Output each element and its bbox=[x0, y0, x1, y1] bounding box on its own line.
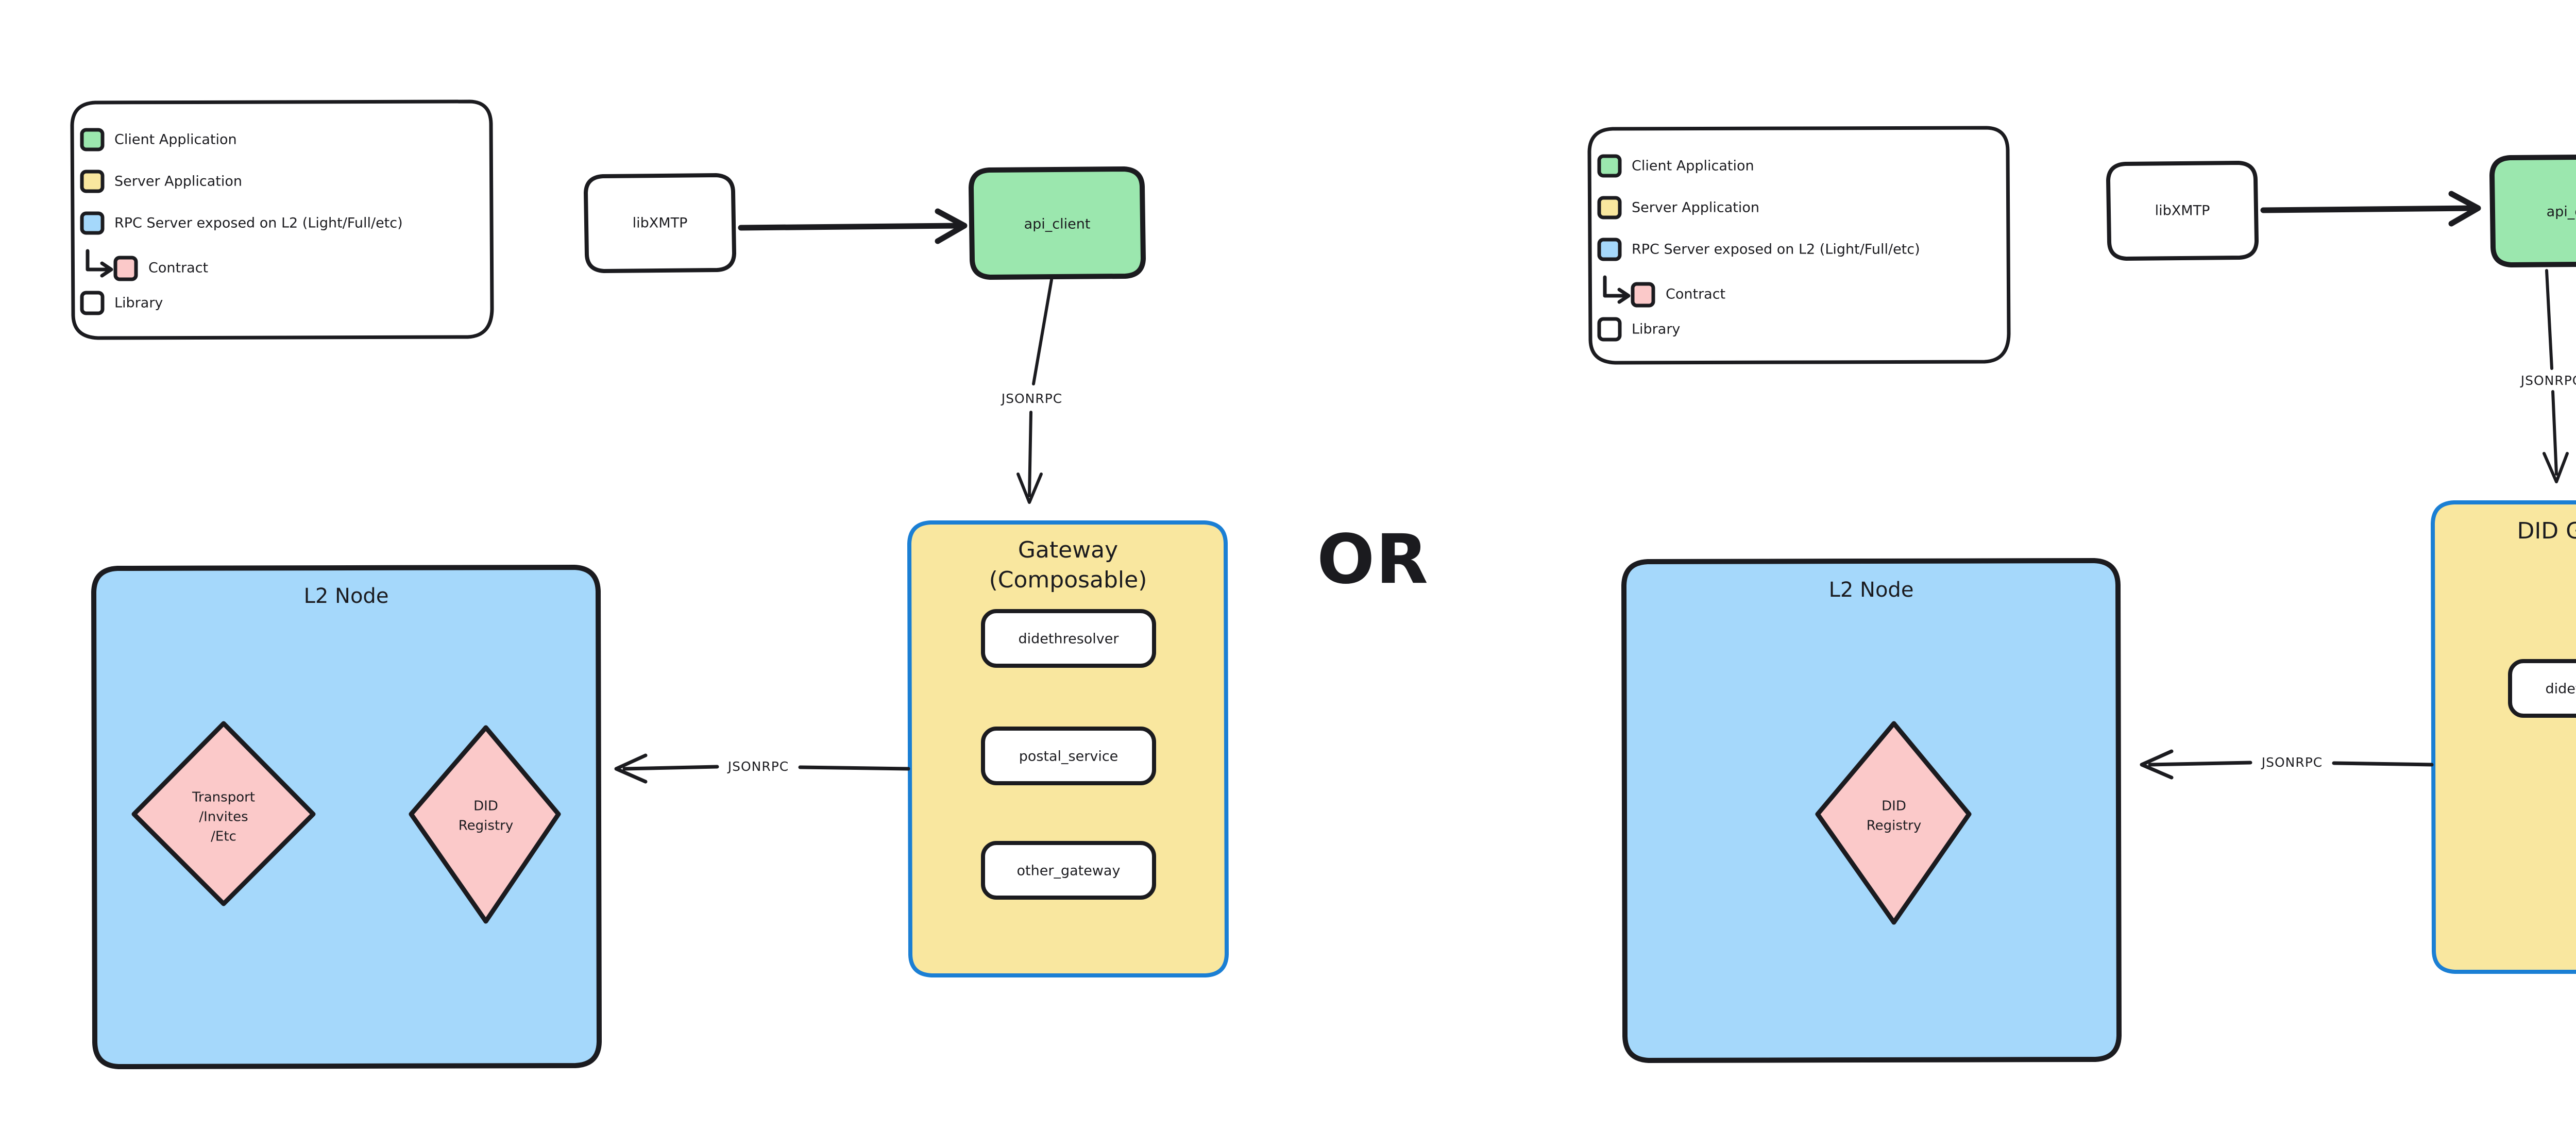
legend-right-label-1: Server Application bbox=[1632, 200, 1759, 216]
legend-elbow-arrow-icon bbox=[1603, 275, 1630, 298]
left-gateway-service-0-shape bbox=[981, 609, 1156, 668]
left-gateway-box: Gateway (Composable) didethresolver post… bbox=[907, 520, 1229, 977]
right-lib-to-api-arrow bbox=[2260, 191, 2481, 227]
legend-left-label-3: Contract bbox=[148, 260, 208, 276]
left-gateway-to-l2-arrow: JSONRPC bbox=[614, 753, 910, 784]
legend-left-item-4: Library bbox=[80, 291, 163, 315]
left-l2-node-title: L2 Node bbox=[304, 584, 389, 608]
left-gateway-service-0-label: didethresolver bbox=[1019, 631, 1120, 647]
left-l2-contract-0-line-0: Transport bbox=[192, 790, 255, 805]
right-api-to-gateway-label: JSONRPC bbox=[2520, 373, 2576, 388]
left-gateway-title-line2: (Composable) bbox=[989, 567, 1147, 593]
right-gateway-title-line1: DID Gateway bbox=[2517, 518, 2576, 544]
left-api-to-gateway-arrow: JSONRPC bbox=[1001, 278, 1063, 504]
left-l2-contract-1-line-1: Registry bbox=[459, 818, 513, 834]
right-gateway-to-l2-label: JSONRPC bbox=[2261, 755, 2323, 770]
legend-right-item-2: RPC Server exposed on L2 (Light/Full/etc… bbox=[1597, 238, 1920, 261]
left-lib-box-label: libXMTP bbox=[633, 215, 688, 231]
left-l2-node-shape bbox=[91, 565, 602, 1069]
legend-swatch-yellow bbox=[80, 170, 105, 193]
left-gateway-service-1: postal_service bbox=[981, 727, 1156, 785]
left-gateway-service-0: didethresolver bbox=[981, 609, 1156, 668]
legend-swatch-pink bbox=[113, 256, 138, 281]
legend-left-frame bbox=[70, 99, 494, 340]
right-l2-node-title: L2 Node bbox=[1829, 578, 1914, 602]
left-gateway-to-l2-label: JSONRPC bbox=[727, 759, 789, 774]
left-lib-to-api-arrow bbox=[738, 208, 968, 244]
left-lib-box: libXMTP bbox=[584, 173, 736, 273]
legend-right: Client Application Server Application RP… bbox=[1587, 126, 2011, 365]
right-lib-box-shape bbox=[2106, 161, 2259, 261]
right-gateway-shape bbox=[2431, 500, 2576, 974]
left-l2-contract-0-line-2: /Etc bbox=[211, 829, 236, 845]
right-lib-box: libXMTP bbox=[2106, 161, 2259, 261]
legend-swatch-blue bbox=[80, 211, 105, 235]
right-l2-contract-0-shape bbox=[1815, 721, 1972, 925]
left-api-client-label: api_client bbox=[1024, 216, 1091, 232]
legend-left-label-1: Server Application bbox=[114, 174, 242, 190]
right-gateway-service-0-shape bbox=[2508, 659, 2576, 718]
legend-left-item-2: RPC Server exposed on L2 (Light/Full/etc… bbox=[80, 211, 403, 235]
legend-swatch-yellow bbox=[1597, 196, 1622, 220]
legend-swatch-pink bbox=[1631, 282, 1655, 308]
left-api-client-box: api_client bbox=[969, 166, 1146, 280]
left-l2-contract-1-shape bbox=[409, 725, 561, 924]
legend-elbow-arrowhead-icon bbox=[100, 261, 113, 278]
legend-right-frame bbox=[1587, 126, 2011, 365]
right-l2-contract-0-line-0: DID bbox=[1882, 799, 1906, 814]
legend-right-item-1: Server Application bbox=[1597, 196, 1759, 220]
left-gateway-title-line1: Gateway bbox=[1018, 537, 1118, 563]
left-api-client-shape bbox=[969, 166, 1146, 280]
legend-left-label-2: RPC Server exposed on L2 (Light/Full/etc… bbox=[114, 215, 403, 231]
legend-elbow-arrowhead-icon bbox=[1617, 288, 1631, 304]
left-gateway-service-2: other_gateway bbox=[981, 841, 1156, 900]
legend-left-item-1: Server Application bbox=[80, 170, 242, 193]
right-api-client-shape bbox=[2489, 155, 2576, 267]
legend-elbow-arrow-icon bbox=[86, 249, 112, 272]
left-gateway-service-1-shape bbox=[981, 727, 1156, 785]
right-l2-node: L2 Node DID Registry bbox=[1621, 558, 2122, 1063]
left-l2-contract-0: Transport /Invites /Etc bbox=[131, 721, 316, 906]
legend-swatch-white bbox=[1597, 317, 1622, 342]
or-divider-label: OR bbox=[1317, 520, 1429, 599]
left-api-to-gateway-label: JSONRPC bbox=[1001, 391, 1063, 406]
legend-left-label-4: Library bbox=[114, 295, 163, 311]
left-gateway-service-2-shape bbox=[981, 841, 1156, 900]
legend-right-label-4: Library bbox=[1632, 322, 1680, 338]
left-lib-box-shape bbox=[584, 173, 736, 273]
right-l2-contract-0-line-1: Registry bbox=[1867, 818, 1921, 834]
legend-left-item-0: Client Application bbox=[80, 128, 237, 151]
legend-left-item-3: Contract bbox=[86, 249, 208, 281]
right-lib-box-label: libXMTP bbox=[2155, 203, 2210, 219]
legend-swatch-green bbox=[80, 128, 105, 151]
left-l2-node: L2 Node Transport /Invites /Etc DID Regi… bbox=[91, 565, 602, 1069]
left-l2-contract-0-line-1: /Invites bbox=[199, 809, 248, 825]
legend-right-item-4: Library bbox=[1597, 317, 1680, 342]
right-gateway-box: DID Gateway didethresolver bbox=[2431, 500, 2576, 974]
left-l2-contract-1: DID Registry bbox=[409, 725, 561, 924]
legend-right-item-3: Contract bbox=[1603, 275, 1725, 308]
legend-left: Client Application Server Application RP… bbox=[70, 99, 494, 340]
right-api-client-label: api_client bbox=[2547, 204, 2576, 220]
legend-left-label-0: Client Application bbox=[114, 132, 237, 148]
right-gateway-service-0: didethresolver bbox=[2508, 659, 2576, 718]
right-api-to-gateway-arrow: JSONRPC bbox=[2520, 269, 2576, 483]
legend-swatch-white bbox=[80, 291, 105, 315]
legend-swatch-green bbox=[1597, 154, 1622, 178]
legend-right-item-0: Client Application bbox=[1597, 154, 1754, 178]
legend-right-label-0: Client Application bbox=[1632, 158, 1754, 174]
left-gateway-service-1-label: postal_service bbox=[1019, 749, 1118, 765]
legend-right-label-3: Contract bbox=[1666, 286, 1725, 302]
right-l2-contract-0: DID Registry bbox=[1815, 721, 1972, 925]
legend-swatch-blue bbox=[1597, 238, 1622, 261]
legend-right-label-2: RPC Server exposed on L2 (Light/Full/etc… bbox=[1632, 242, 1920, 258]
right-api-client-box: api_client bbox=[2489, 155, 2576, 267]
left-l2-contract-0-shape bbox=[131, 721, 316, 906]
left-l2-contract-1-line-0: DID bbox=[473, 799, 498, 814]
right-gateway-to-l2-arrow: JSONRPC bbox=[2140, 749, 2434, 780]
left-gateway-service-2-label: other_gateway bbox=[1017, 863, 1121, 879]
right-gateway-service-0-label: didethresolver bbox=[2546, 681, 2576, 697]
